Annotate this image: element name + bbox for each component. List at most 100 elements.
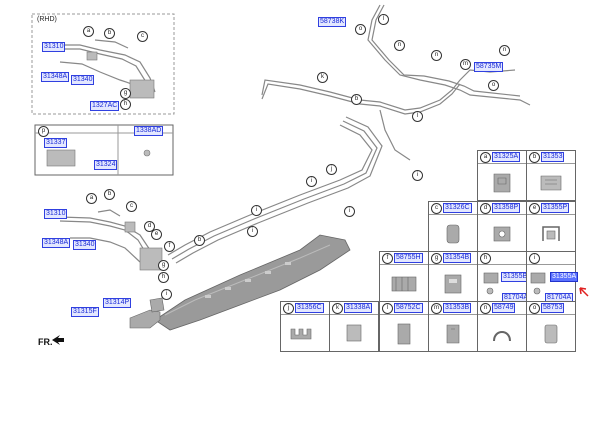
part-label-31340[interactable]: 31340 bbox=[73, 240, 97, 250]
legend-callout-g: g bbox=[431, 253, 442, 264]
callout-i-6: i bbox=[161, 289, 172, 300]
legend-callout-c: c bbox=[431, 203, 442, 214]
legend-part-31354B[interactable]: 31354B bbox=[443, 253, 472, 263]
callout-h-rhd: h bbox=[120, 99, 131, 110]
clip-part-a-icon bbox=[493, 173, 511, 193]
clip-part-c-icon bbox=[446, 224, 460, 244]
part-label-31310[interactable]: 31310 bbox=[44, 209, 68, 219]
legend-part-31356C[interactable]: 31356C bbox=[295, 303, 324, 313]
callout-a-rhd: a bbox=[83, 26, 94, 37]
pointer-arrow-icon bbox=[579, 287, 589, 297]
callout-o-right: o bbox=[488, 80, 499, 91]
part-label-1338AD[interactable]: 1338AD bbox=[134, 126, 164, 136]
legend-part-31355A-selected[interactable]: 31355A bbox=[550, 272, 579, 282]
legend-part-31353B[interactable]: 31353B bbox=[443, 303, 472, 313]
part-label-31348A[interactable]: 31348A bbox=[42, 238, 71, 248]
callout-b-low2: b bbox=[104, 189, 115, 200]
clip-part-j-icon bbox=[290, 328, 312, 340]
part-label-31348A-rhd[interactable]: 31348A bbox=[41, 72, 70, 82]
legend-part-58752C[interactable]: 58752C bbox=[394, 303, 423, 313]
forward-arrow-icon bbox=[52, 335, 64, 345]
orientation-label: FR. bbox=[38, 337, 53, 347]
callout-b-low: b bbox=[194, 235, 205, 246]
part-label-31314P[interactable]: 31314P bbox=[103, 298, 132, 308]
callout-i-5: i bbox=[247, 226, 258, 237]
part-label-31324[interactable]: 31324 bbox=[94, 160, 118, 170]
callout-l-top: l bbox=[378, 14, 389, 25]
legend-callout-k: k bbox=[332, 303, 343, 314]
part-label-58735M[interactable]: 58735M bbox=[474, 62, 504, 72]
callout-a-low: a bbox=[86, 193, 97, 204]
clip-part-k-icon bbox=[346, 324, 362, 342]
legend-part-31326C[interactable]: 31326C bbox=[443, 203, 472, 213]
clip-part-g-icon bbox=[444, 274, 462, 294]
clip-part-n-icon bbox=[493, 331, 511, 342]
legend-part-31355P[interactable]: 31355P bbox=[541, 203, 570, 213]
clip-part-f-icon bbox=[391, 276, 417, 292]
legend-callout-f: f bbox=[382, 253, 393, 264]
legend-part-58755H[interactable]: 58755H bbox=[394, 253, 423, 263]
main-fuel-lines-lower-left bbox=[59, 209, 151, 263]
callout-n-3: n bbox=[499, 45, 510, 56]
legend-callout-b: b bbox=[529, 152, 540, 163]
part-label-31315F[interactable]: 31315F bbox=[71, 307, 99, 317]
legend-part-58749[interactable]: 58749 bbox=[492, 303, 516, 313]
part-label-31337[interactable]: 31337 bbox=[44, 138, 68, 148]
rhd-inset-frame bbox=[31, 13, 175, 115]
callout-b-rhd: b bbox=[104, 28, 115, 39]
clip-part-d-icon bbox=[493, 226, 511, 242]
callout-i-2: i bbox=[306, 176, 317, 187]
callout-c-low: c bbox=[126, 201, 137, 212]
callout-k: k bbox=[317, 72, 328, 83]
legend-part-31358P[interactable]: 31358P bbox=[492, 203, 521, 213]
legend-callout-i: i bbox=[529, 253, 540, 264]
callout-h-low: h bbox=[158, 272, 169, 283]
fuel-tank-shield bbox=[129, 234, 351, 331]
legend-callout-m: m bbox=[431, 303, 442, 314]
callout-b-mid: b bbox=[351, 94, 362, 105]
callout-o-top: o bbox=[355, 24, 366, 35]
callout-p: p bbox=[38, 126, 49, 137]
callout-n-2: n bbox=[431, 50, 442, 61]
part-label-31340-rhd[interactable]: 31340 bbox=[71, 75, 95, 85]
legend-callout-d: d bbox=[480, 203, 491, 214]
legend-callout-j: j bbox=[283, 303, 294, 314]
legend-part-31325A[interactable]: 31325A bbox=[492, 152, 521, 162]
callout-g-low: g bbox=[158, 260, 169, 271]
clip-part-l-icon bbox=[397, 323, 411, 345]
legend-callout-a: a bbox=[480, 152, 491, 163]
part-label-1327AC[interactable]: 1327AC bbox=[90, 101, 120, 111]
clip-part-i-icon bbox=[530, 272, 546, 295]
clip-part-o-icon bbox=[544, 324, 558, 344]
legend-callout-n: n bbox=[480, 303, 491, 314]
legend-cell-h: h 31355B 81704A bbox=[477, 251, 531, 303]
clip-part-m-icon bbox=[446, 324, 460, 344]
legend-callout-o: o bbox=[529, 303, 540, 314]
clip-part-b-icon bbox=[540, 175, 562, 191]
inset-tag: (RHD) bbox=[37, 16, 57, 23]
legend-part-58753[interactable]: 58753 bbox=[541, 303, 565, 313]
callout-i-3: i bbox=[344, 206, 355, 217]
legend-callout-e: e bbox=[529, 203, 540, 214]
part-label-31310-rhd[interactable]: 31310 bbox=[42, 42, 66, 52]
legend-part-31338A[interactable]: 31338A bbox=[344, 303, 373, 313]
detail-p-frame bbox=[34, 124, 174, 176]
callout-n-1: n bbox=[394, 40, 405, 51]
legend-part-31353[interactable]: 31353 bbox=[541, 152, 565, 162]
part-label-58738K[interactable]: 58738K bbox=[318, 17, 347, 27]
legend-cell-i: i 31355A 81704A bbox=[526, 251, 579, 303]
callout-d: d bbox=[144, 221, 155, 232]
clip-part-h-icon bbox=[483, 272, 499, 295]
callout-i-4: i bbox=[251, 205, 262, 216]
legend-callout-h: h bbox=[480, 253, 491, 264]
